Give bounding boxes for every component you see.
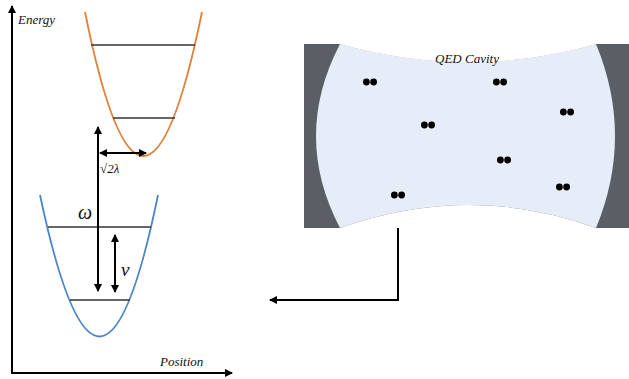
cavity-field	[316, 44, 615, 228]
molecule-atom	[560, 109, 567, 116]
vib-level	[91, 44, 195, 46]
molecule-atom	[567, 109, 574, 116]
cavity-bottom-gap	[340, 205, 596, 228]
molecule-atom	[504, 157, 511, 164]
molecule-atom	[497, 157, 504, 164]
molecule-atom	[370, 79, 377, 86]
axis-label: Energy	[18, 13, 55, 26]
vib-level	[48, 226, 151, 228]
vib-level	[70, 299, 130, 301]
axis-label: ν	[121, 260, 129, 279]
energy-axis	[11, 6, 13, 373]
molecule-atom	[398, 192, 405, 199]
cavity-mirrors	[304, 44, 629, 228]
axis-label: √2λ	[100, 162, 119, 175]
qed-cavity: QED Cavity	[304, 44, 629, 228]
nu-arrow	[114, 235, 116, 292]
molecule-atom	[421, 122, 428, 129]
molecule-atom	[363, 79, 370, 86]
molecule-atom	[428, 122, 435, 129]
molecule-atom	[556, 184, 563, 191]
molecule-atom	[563, 184, 570, 191]
molecule-atom	[493, 79, 500, 86]
cavity-title: QED Cavity	[435, 52, 499, 65]
cavity-shape	[304, 44, 629, 228]
molecule-atom	[391, 192, 398, 199]
axis-label: Position	[160, 355, 203, 368]
position-axis	[11, 372, 232, 374]
molecule-atom	[500, 79, 507, 86]
omega-arrow	[97, 127, 99, 291]
excited-potential	[85, 12, 202, 156]
displacement-arrow	[100, 152, 146, 154]
vib-level	[113, 117, 175, 119]
axis-label: ω	[78, 202, 92, 222]
